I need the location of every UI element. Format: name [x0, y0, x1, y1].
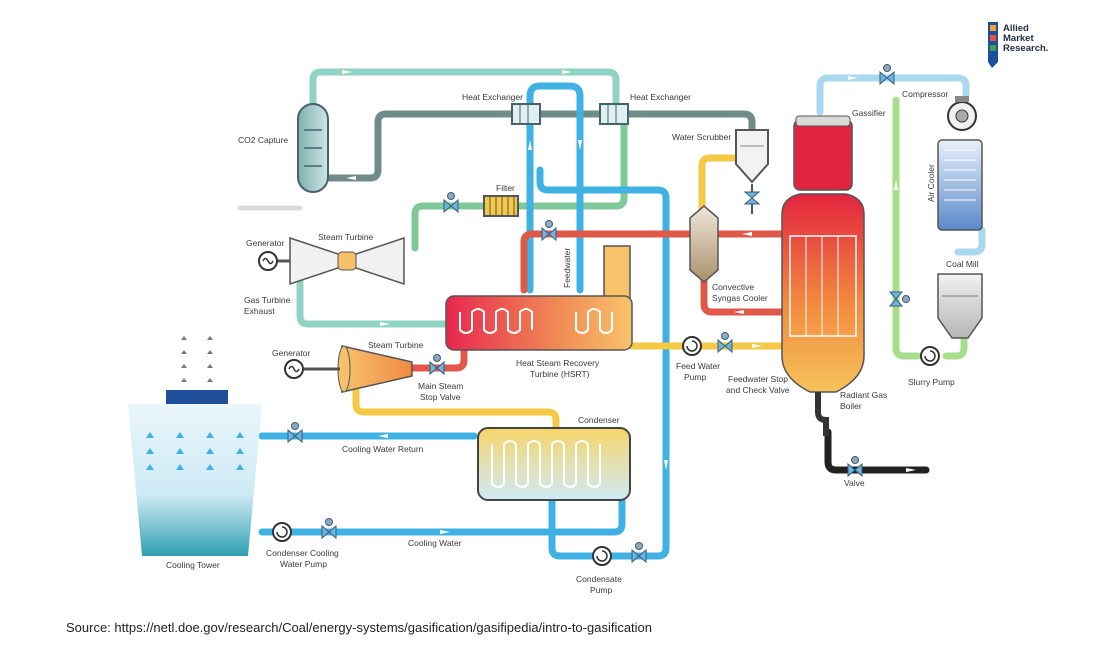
pipe-yellow-scrubber [698, 154, 756, 216]
co2-capture-vessel [297, 103, 329, 193]
label-gas-turbine-exhaust-2: Exhaust [244, 306, 275, 316]
label-air-cooler: Air Cooler [926, 164, 936, 202]
label-condenser-pump-1: Condenser Cooling [266, 548, 339, 558]
heat-exchanger-2 [599, 103, 629, 125]
pipe-blue-feedwater [526, 82, 584, 294]
generator-2-icon [284, 359, 304, 379]
label-coal-mill: Coal Mill [946, 259, 979, 269]
label-feed-water-pump-1: Feed Water [676, 361, 720, 371]
cooling-tower [128, 336, 262, 556]
cooling-return-valve-icon [287, 422, 303, 444]
label-radiant-1: Radiant Gas [840, 390, 887, 400]
compressor-valve-icon [879, 64, 895, 86]
pipe-red-top [520, 230, 786, 294]
logo-line-3: Research. [1003, 43, 1049, 54]
logo-line-2: Market [1003, 33, 1034, 44]
label-feed-water-pump-2: Pump [684, 372, 706, 382]
filter [483, 195, 519, 217]
label-cooling-tower: Cooling Tower [166, 560, 220, 570]
pipe-yellow-condenser [352, 384, 560, 434]
label-slurry-pump: Slurry Pump [908, 377, 955, 387]
label-feedwater-stop-1: Feedwater Stop [728, 374, 788, 384]
label-radiant-2: Boiler [840, 401, 862, 411]
valve-filter-icon [443, 192, 459, 214]
label-cooling-water: Cooling Water [408, 538, 462, 548]
label-co2-capture: CO2 Capture [238, 135, 288, 145]
steam-turbine-1 [272, 236, 405, 286]
gassifier-vessel [793, 115, 853, 191]
compressor [947, 96, 977, 131]
outlet-valve-icon [847, 456, 863, 478]
label-steam-turbine-1: Steam Turbine [318, 232, 374, 242]
pipe-green-filter [411, 120, 628, 252]
feedwater-stop-valve-icon [717, 332, 733, 354]
slurry-pump-icon [920, 346, 940, 366]
pipe-gray-scrubber [624, 110, 756, 134]
label-heat-exchanger-1: Heat Exchanger [462, 92, 523, 102]
label-feedwater-stop-2: and Check Valve [726, 385, 790, 395]
pipe-gray-co2 [324, 110, 516, 182]
label-main-steam-1: Main Steam [418, 381, 463, 391]
label-valve: Valve [844, 478, 865, 488]
label-condensate-2: Pump [590, 585, 612, 595]
label-gassifier: Gassifier [852, 108, 886, 118]
pipe-red-hsrt [408, 346, 468, 372]
condenser-cooling-pump-icon [272, 522, 292, 542]
pipe-blue-main [536, 166, 670, 560]
water-scrubber [735, 129, 769, 184]
label-generator-2: Generator [272, 348, 310, 358]
logo-wordmark: Allied Market Research. [1003, 24, 1048, 54]
label-hsrt-2: Turbine (HSRT) [530, 369, 590, 379]
label-hsrt-1: Heat Steam Recovery [516, 358, 600, 368]
pipe-green-slurry [892, 96, 922, 360]
feed-water-pump-icon [682, 336, 702, 356]
steam-turbine-2 [304, 345, 413, 393]
radiant-gas-boiler [781, 193, 865, 436]
label-convective-2: Syngas Cooler [712, 293, 768, 303]
label-feedwater: Feedwater [562, 248, 572, 288]
label-convective-1: Convective [712, 282, 754, 292]
condensate-pump-icon [592, 546, 612, 566]
label-cooling-water-return: Cooling Water Return [342, 444, 424, 454]
hsrt-unit [445, 245, 633, 351]
label-condenser-pump-2: Water Pump [280, 559, 327, 569]
source-citation: Source: https://netl.doe.gov/research/Co… [66, 620, 653, 635]
valves [287, 64, 910, 564]
pipe-black-outlet [824, 428, 930, 474]
cooling-water-valve-icon [321, 518, 337, 540]
flow-arrows [342, 70, 916, 534]
pipe-cooling-water [258, 496, 626, 536]
label-condenser: Condenser [578, 415, 620, 425]
label-steam-turbine-2: Steam Turbine [368, 340, 424, 350]
label-filter: Filter [496, 183, 515, 193]
label-water-scrubber: Water Scrubber [672, 132, 731, 142]
label-heat-exchanger-2: Heat Exchanger [630, 92, 691, 102]
label-main-steam-2: Stop Valve [420, 392, 461, 402]
heat-exchanger-1 [511, 103, 541, 125]
air-cooler [937, 139, 983, 231]
main-steam-stop-valve-icon [429, 354, 445, 376]
pipe-red-mid [700, 266, 786, 316]
label-gas-turbine-exhaust-1: Gas Turbine [244, 295, 291, 305]
condenser [477, 427, 631, 501]
label-generator-1: Generator [246, 238, 284, 248]
generator-1-icon [258, 251, 278, 271]
convective-syngas-cooler [689, 205, 719, 283]
valve-red-icon [541, 220, 557, 242]
pipe-exhaust [296, 276, 452, 328]
pipe-teal-top [309, 68, 620, 114]
slurry-valve-icon [888, 291, 910, 307]
pipe-lightblue-cooler [954, 226, 986, 256]
condensate-valve-icon [631, 542, 647, 564]
logo-line-1: Allied [1003, 23, 1029, 34]
label-condensate-1: Condensate [576, 574, 622, 584]
pipe-green-mill [942, 336, 968, 360]
allied-market-research-logo [988, 22, 998, 68]
labels: CO2 Capture Heat Exchanger Heat Exchange… [166, 89, 979, 595]
coal-mill [937, 273, 983, 339]
scrubber-valve [743, 184, 761, 214]
label-compressor: Compressor [902, 89, 948, 99]
